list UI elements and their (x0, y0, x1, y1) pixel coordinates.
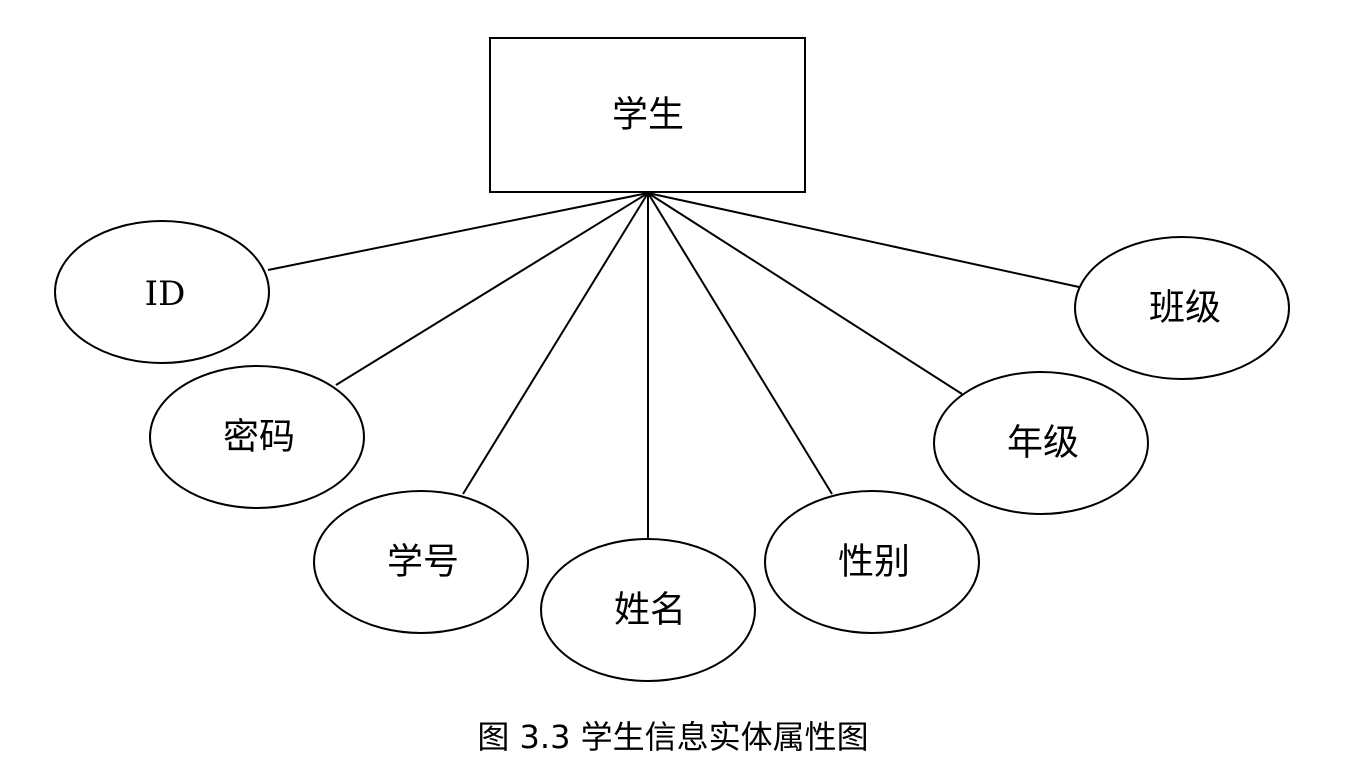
connector-class (647, 192, 1080, 288)
connector-gender (647, 192, 833, 495)
entity-box (489, 37, 806, 193)
connector-password (335, 192, 649, 386)
attribute-class-ellipse (1074, 236, 1290, 380)
attribute-grade: 年级 (933, 371, 1149, 515)
attribute-class-label: 班级 (1149, 288, 1221, 329)
attribute-password-ellipse (149, 365, 365, 509)
attribute-student-number: 学号 (313, 490, 529, 634)
attribute-student-number-ellipse (313, 490, 529, 634)
figure-caption: 图 3.3 学生信息实体属性图 (477, 718, 868, 756)
attribute-class: 班级 (1074, 236, 1290, 380)
attribute-gender-label: 性别 (838, 542, 910, 583)
entity-label: 学生 (612, 95, 684, 136)
attribute-name-ellipse (540, 538, 756, 682)
attribute-password: 密码 (149, 365, 365, 509)
attribute-student-number-label: 学号 (387, 542, 459, 583)
connector-grade (647, 192, 963, 395)
attribute-gender: 性别 (764, 490, 980, 634)
connector-student-number (462, 192, 649, 495)
attribute-gender-ellipse (764, 490, 980, 634)
attribute-grade-ellipse (933, 371, 1149, 515)
connector-id (267, 192, 649, 271)
attribute-name: 姓名 (540, 538, 756, 682)
attribute-name-label: 姓名 (614, 590, 686, 631)
attribute-id: ID (54, 220, 270, 364)
attribute-grade-label: 年级 (1007, 423, 1079, 464)
attribute-password-label: 密码 (223, 417, 295, 458)
entity-student: 学生 (489, 37, 806, 193)
attribute-id-ellipse (54, 220, 270, 364)
attribute-id-label: ID (145, 274, 186, 314)
